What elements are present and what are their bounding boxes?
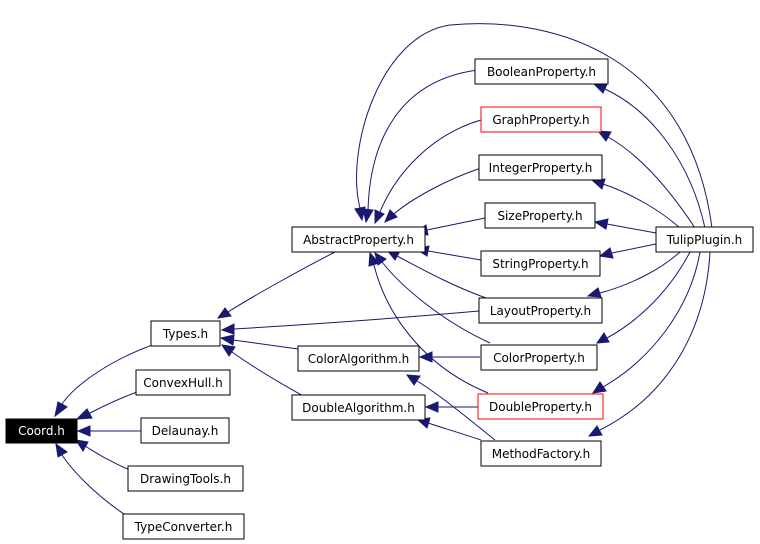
edge-layoutproperty-to-types xyxy=(220,310,480,335)
node-label: IntegerProperty.h xyxy=(489,161,593,175)
edge-tulipplugin-to-integerproperty xyxy=(590,178,681,229)
edge-abstractproperty-to-types xyxy=(216,251,336,319)
edge-methodfactory-to-coloralgorithm xyxy=(405,374,496,441)
node-tulipplugin[interactable]: TulipPlugin.h xyxy=(655,226,754,253)
edge-colorproperty-to-coloralgorithm xyxy=(418,351,480,363)
node-convexhull[interactable]: ConvexHull.h xyxy=(135,369,231,396)
edge-graphproperty-to-abstractproperty xyxy=(374,119,482,225)
edge-tulipplugin-to-sizeproperty xyxy=(593,218,657,234)
edge-integerproperty-to-abstractproperty xyxy=(384,167,482,223)
node-booleanproperty[interactable]: BooleanProperty.h xyxy=(474,58,609,85)
edge-colorproperty-to-abstractproperty xyxy=(374,252,491,344)
node-label: TypeConverter.h xyxy=(134,520,233,534)
node-label: BooleanProperty.h xyxy=(487,65,596,79)
node-doubleproperty[interactable]: DoubleProperty.h xyxy=(477,393,604,420)
node-stringproperty[interactable]: StringProperty.h xyxy=(480,250,601,277)
edge-tulipplugin-to-methodfactory xyxy=(587,251,711,437)
edge-doubleproperty-to-abstractproperty xyxy=(368,251,489,394)
node-types[interactable]: Types.h xyxy=(150,320,221,347)
node-sizeproperty[interactable]: SizeProperty.h xyxy=(484,202,596,229)
node-delaunay[interactable]: Delaunay.h xyxy=(140,417,230,444)
edge-delaunay-to-coord xyxy=(76,425,141,437)
node-layoutproperty[interactable]: LayoutProperty.h xyxy=(478,297,603,324)
node-doublealgorithm[interactable]: DoubleAlgorithm.h xyxy=(291,394,426,421)
edge-tulipplugin-to-stringproperty xyxy=(598,243,657,259)
node-colorproperty[interactable]: ColorProperty.h xyxy=(480,344,598,371)
node-label: StringProperty.h xyxy=(492,257,588,271)
node-label: ColorProperty.h xyxy=(493,351,585,365)
edge-doubleproperty-to-doublealgorithm xyxy=(424,401,478,413)
node-label: TulipPlugin.h xyxy=(666,233,743,247)
edge-coloralgorithm-to-types xyxy=(219,334,299,350)
node-label: DrawingTools.h xyxy=(140,472,231,486)
node-label: LayoutProperty.h xyxy=(490,304,591,318)
node-label: ConvexHull.h xyxy=(143,376,222,390)
node-label: AbstractProperty.h xyxy=(303,233,414,247)
edge-layoutproperty-to-abstractproperty xyxy=(385,249,487,299)
node-graphproperty[interactable]: GraphProperty.h xyxy=(480,106,602,133)
edge-drawingtools-to-coord xyxy=(74,439,131,471)
edge-doublealgorithm-to-types xyxy=(220,344,306,398)
edge-tulipplugin-to-layoutproperty xyxy=(586,251,681,298)
edge-tulipplugin-to-abstractproperty xyxy=(354,23,713,229)
node-label: ColorAlgorithm.h xyxy=(308,352,410,366)
node-typeconverter[interactable]: TypeConverter.h xyxy=(122,513,245,540)
edge-tulipplugin-to-graphproperty xyxy=(596,130,696,229)
node-coord[interactable]: Coord.h xyxy=(5,418,78,444)
edge-booleanproperty-to-abstractproperty xyxy=(362,69,479,224)
node-label: Coord.h xyxy=(18,424,65,438)
node-coloralgorithm[interactable]: ColorAlgorithm.h xyxy=(297,345,420,372)
edge-tulipplugin-to-colorproperty xyxy=(595,251,691,344)
node-label: MethodFactory.h xyxy=(492,447,591,461)
node-label: GraphProperty.h xyxy=(492,113,589,127)
node-label: DoubleAlgorithm.h xyxy=(302,401,415,415)
edge-convexhull-to-coord xyxy=(75,391,138,420)
node-drawingtools[interactable]: DrawingTools.h xyxy=(127,465,244,492)
node-abstractproperty[interactable]: AbstractProperty.h xyxy=(291,226,426,253)
node-methodfactory[interactable]: MethodFactory.h xyxy=(480,440,602,467)
node-label: Types.h xyxy=(162,327,208,341)
node-label: SizeProperty.h xyxy=(497,209,582,223)
edge-typeconverter-to-coord xyxy=(55,442,128,517)
node-integerproperty[interactable]: IntegerProperty.h xyxy=(478,154,603,181)
node-label: Delaunay.h xyxy=(152,424,219,438)
edge-stringproperty-to-abstractproperty xyxy=(414,245,482,261)
edge-tulipplugin-to-booleanproperty xyxy=(592,83,706,229)
edge-types-to-coord xyxy=(54,343,156,418)
edge-tulipplugin-to-doubleproperty xyxy=(591,251,701,394)
node-label: DoubleProperty.h xyxy=(489,400,592,414)
